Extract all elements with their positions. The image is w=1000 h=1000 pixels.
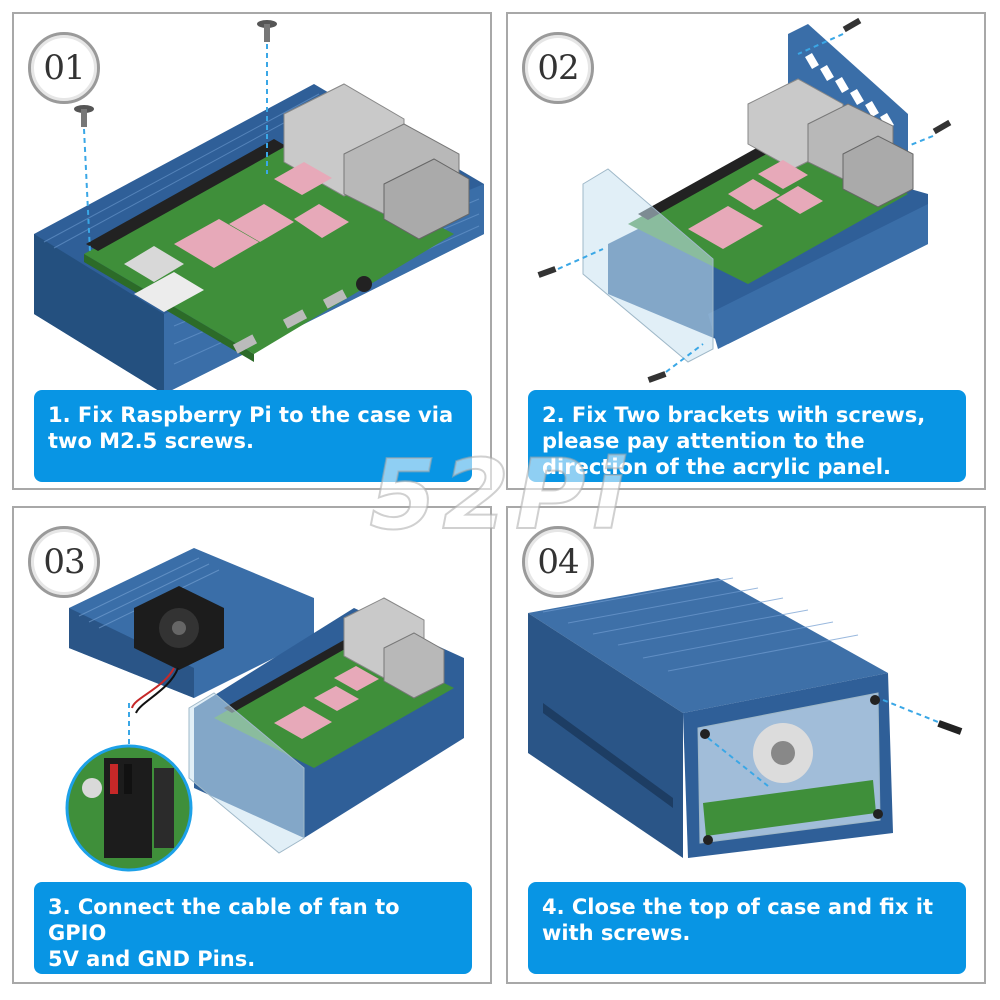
caption-line: 5V and GND Pins. (48, 947, 256, 971)
acrylic-panel (188, 692, 305, 854)
step-caption: 2. Fix Two brackets with screws, please … (528, 390, 966, 482)
acrylic-panel (582, 168, 714, 363)
step-3-illustration (65, 548, 464, 872)
caption-line: 3. Connect the cable of fan to GPIO (48, 895, 400, 945)
step-panel-3: 03 3. Connect the cable of fan to GPIO 5… (12, 506, 492, 984)
screw-icon (937, 720, 963, 735)
raspberry-pi-board (84, 83, 470, 362)
dashed-guide-line (83, 128, 91, 253)
screw-icon (647, 371, 667, 383)
raspberry-pi-board (703, 780, 876, 836)
step-1-illustration (34, 20, 484, 394)
step-caption: 4. Close the top of case and fix it with… (528, 882, 966, 974)
dashed-guide-line (882, 699, 939, 723)
step-number-badge: 01 (28, 32, 100, 104)
step-number-badge: 02 (522, 32, 594, 104)
caption-line: with screws. (542, 921, 691, 945)
raspberry-pi-board (214, 597, 454, 768)
step-caption: 1. Fix Raspberry Pi to the case via two … (34, 390, 472, 482)
screw-icon (537, 266, 557, 278)
step-4-illustration (528, 577, 963, 858)
cooling-fan (753, 723, 813, 783)
caption-line: 2. Fix Two brackets with screws, (542, 403, 926, 427)
caption-line: 4. Close the top of case and fix it (542, 895, 934, 919)
step-caption: 3. Connect the cable of fan to GPIO 5V a… (34, 882, 472, 974)
caption-line: direction of the acrylic panel. (542, 455, 892, 479)
screw-icon (932, 119, 952, 135)
gpio-closeup (65, 744, 193, 872)
screw-icon (842, 17, 862, 33)
caption-line: two M2.5 screws. (48, 429, 255, 453)
step-number-badge: 03 (28, 526, 100, 598)
step-panel-4: 04 4. Close the top of case and fix it w… (506, 506, 986, 984)
step-number-badge: 04 (522, 526, 594, 598)
screw-icon (74, 105, 94, 127)
step-panel-2: 02 2. Fix Two brackets with screws, plea… (506, 12, 986, 490)
caption-line: 1. Fix Raspberry Pi to the case via (48, 403, 454, 427)
brand-watermark: 52Pi (369, 439, 631, 551)
cooling-fan (134, 586, 224, 670)
screw-icon (257, 20, 277, 42)
dashed-guide-line (707, 737, 769, 787)
caption-line: please pay attention to the (542, 429, 865, 453)
step-2-illustration (537, 17, 952, 383)
step-panel-1: 01 1. Fix Raspberry Pi to the case via t… (12, 12, 492, 490)
